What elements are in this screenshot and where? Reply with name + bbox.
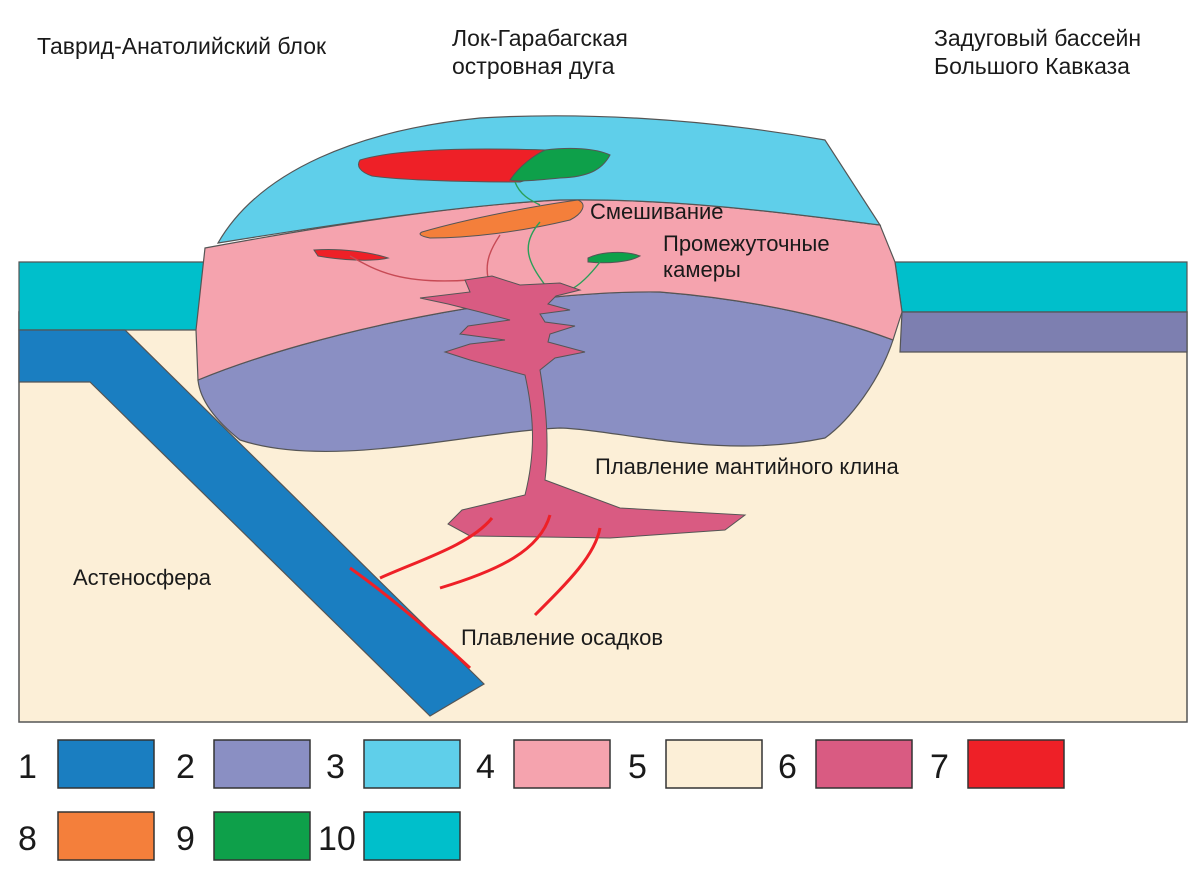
label-mixing: Смешивание (590, 199, 724, 224)
header-right-line2: Большого Кавказа (934, 53, 1130, 79)
header-right-line1: Задуговый бассейн (934, 25, 1141, 51)
red-magma-body (358, 148, 546, 183)
legend-swatch-9 (213, 811, 311, 861)
label-sediment-melting: Плавление осадков (461, 625, 663, 650)
legend-num-7: 7 (930, 748, 949, 786)
header-center-line2: островная дуга (452, 53, 615, 79)
legend-num-6: 6 (778, 748, 797, 786)
legend-swatch-5 (665, 739, 763, 789)
legend-swatch-3 (363, 739, 461, 789)
label-chambers-line2: камеры (663, 257, 741, 282)
legend-swatch-8 (57, 811, 155, 861)
legend-num-10: 10 (318, 820, 356, 858)
label-mantle-melting: Плавление мантийного клина (595, 454, 900, 479)
legend-swatch-10 (363, 811, 461, 861)
green-magma-body (509, 147, 611, 182)
small-red-chamber (313, 249, 390, 261)
legend-num-1: 1 (18, 748, 37, 786)
orange-magma-chamber (419, 199, 584, 239)
legend-num-3: 3 (326, 748, 345, 786)
legend-num-5: 5 (628, 748, 647, 786)
legend-swatch-4 (513, 739, 611, 789)
legend-swatch-1 (57, 739, 155, 789)
legend-num-4: 4 (476, 748, 495, 786)
legend-swatch-6 (815, 739, 913, 789)
sediment-melt-channels (349, 514, 602, 670)
header-left: Таврид-Анатолийский блок (37, 33, 327, 59)
mantle-melt-column (419, 275, 747, 539)
subducting-slab (18, 329, 485, 717)
right-oceanic-crust (894, 261, 1188, 313)
legend-num-9: 9 (176, 820, 195, 858)
legend-num-2: 2 (176, 748, 195, 786)
legend: 1 2 3 4 5 6 7 8 9 10 (18, 739, 1065, 861)
header-center-line1: Лок-Гарабагская (452, 25, 628, 51)
left-oceanic-crust (18, 261, 206, 331)
right-lithospheric-mantle (899, 311, 1188, 353)
label-chambers-line1: Промежуточные (663, 231, 830, 256)
legend-swatch-7 (967, 739, 1065, 789)
legend-num-8: 8 (18, 820, 37, 858)
label-asthenosphere: Астеносфера (73, 565, 212, 590)
legend-swatch-2 (213, 739, 311, 789)
